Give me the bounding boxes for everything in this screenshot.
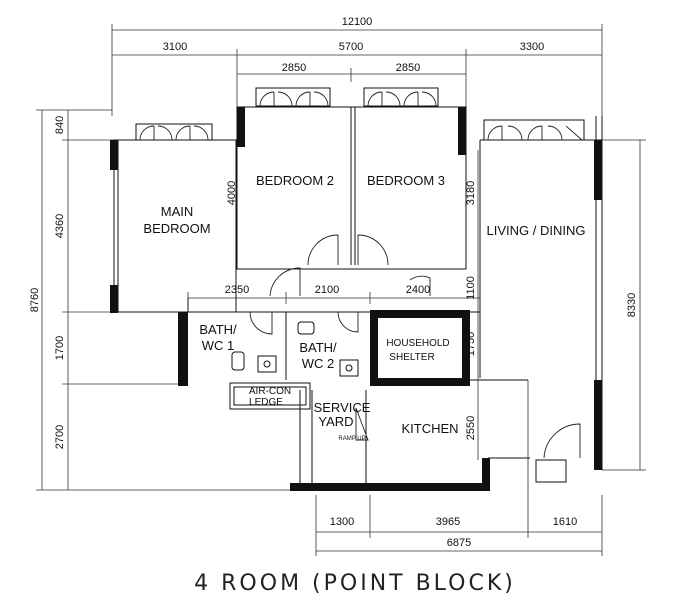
dim-top-total: 12100 bbox=[342, 16, 373, 28]
dim-living-height: 8330 bbox=[626, 293, 638, 317]
dim-top-left: 3100 bbox=[163, 41, 187, 53]
label-service-line1: SERVICE bbox=[314, 400, 371, 415]
left-dimensions: 8760 840 4360 1700 2700 bbox=[29, 109, 290, 491]
dim-left-1700: 1700 bbox=[54, 336, 66, 360]
internal-dimensions: 2350 2100 2400 3180 1100 1750 2550 4000 bbox=[187, 150, 481, 460]
label-bath1-line2: WC 1 bbox=[202, 338, 235, 353]
dim-bottom-total: 6875 bbox=[447, 537, 471, 549]
dim-left-8760: 8760 bbox=[29, 288, 41, 312]
fixtures bbox=[231, 321, 567, 483]
dim-bed3-height: 3180 bbox=[465, 181, 477, 205]
dim-top-right: 3300 bbox=[520, 41, 544, 53]
label-bath1-line1: BATH/ bbox=[199, 322, 237, 337]
label-shelter-line1: HOUSEHOLD bbox=[386, 338, 449, 349]
dim-corridor-1100: 1100 bbox=[465, 276, 477, 300]
dim-corridor-2400: 2400 bbox=[406, 284, 430, 296]
label-shelter-line2: SHELTER bbox=[389, 352, 434, 363]
label-living-dining: LIVING / DINING bbox=[487, 223, 586, 238]
dim-bed2-height: 4000 bbox=[226, 181, 238, 205]
label-bedroom-3: BEDROOM 3 bbox=[367, 173, 445, 188]
dim-left-840: 840 bbox=[54, 116, 66, 134]
label-kitchen: KITCHEN bbox=[401, 421, 458, 436]
dim-left-4360: 4360 bbox=[54, 214, 66, 238]
walls bbox=[113, 106, 603, 485]
bottom-dimensions: 1300 3965 1610 6875 bbox=[315, 380, 603, 556]
dim-bed3-width: 2850 bbox=[396, 62, 420, 74]
doors bbox=[249, 234, 581, 459]
label-bath2-line2: WC 2 bbox=[302, 356, 335, 371]
thick-walls bbox=[110, 107, 602, 491]
windows bbox=[135, 87, 585, 141]
label-bath2-line1: BATH/ bbox=[299, 340, 337, 355]
plan-title: 4 ROOM (POINT BLOCK) bbox=[194, 571, 516, 596]
dim-bottom-1610: 1610 bbox=[553, 516, 577, 528]
room-labels: MAIN BEDROOM BEDROOM 2 BEDROOM 3 LIVING … bbox=[143, 173, 585, 442]
label-aircon-line2: LEDGE bbox=[249, 397, 283, 408]
label-ramp-up-service: RAMP UP bbox=[338, 436, 365, 442]
label-main-bedroom-line1: MAIN bbox=[161, 204, 194, 219]
dim-bed2-width: 2850 bbox=[282, 62, 306, 74]
dim-kitchen-2550: 2550 bbox=[465, 416, 477, 440]
label-service-line2: YARD bbox=[318, 414, 353, 429]
right-dimension: 8330 bbox=[602, 139, 646, 471]
dim-left-2700: 2700 bbox=[54, 425, 66, 449]
dim-corridor-2100: 2100 bbox=[315, 284, 339, 296]
dim-top-mid: 5700 bbox=[339, 41, 363, 53]
dim-bottom-3965: 3965 bbox=[436, 516, 460, 528]
dim-bottom-1300: 1300 bbox=[330, 516, 354, 528]
label-bedroom-2: BEDROOM 2 bbox=[256, 173, 334, 188]
dim-corridor-2350: 2350 bbox=[225, 284, 249, 296]
label-main-bedroom-line2: BEDROOM bbox=[143, 221, 210, 236]
label-aircon-line1: AIR-CON bbox=[249, 386, 291, 397]
top-dimensions: 12100 3100 5700 3300 2850 2850 bbox=[111, 16, 603, 116]
